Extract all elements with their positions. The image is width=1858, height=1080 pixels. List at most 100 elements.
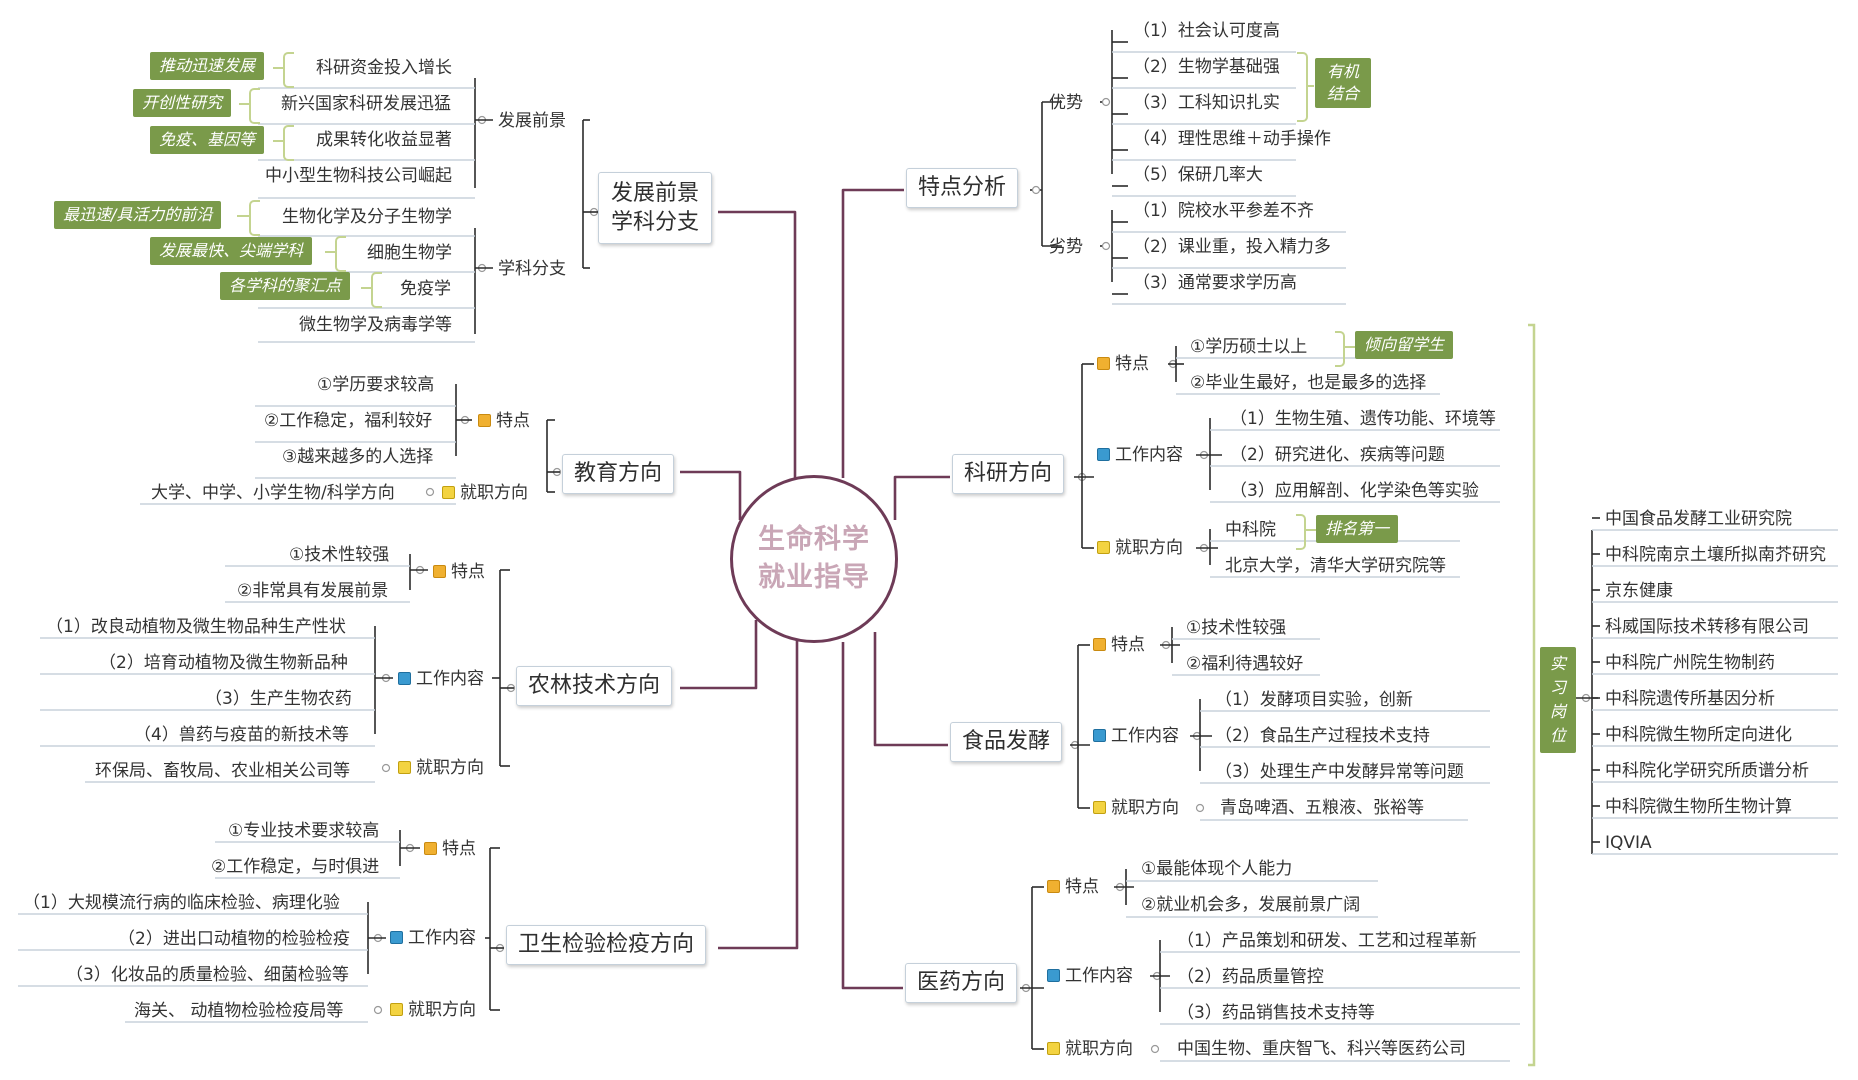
node-dot bbox=[1152, 971, 1162, 981]
yiyao-jiuye-item: 中国生物、重庆智飞、科兴等医药公司 bbox=[1177, 1039, 1466, 1059]
brace-tick bbox=[1304, 529, 1316, 531]
keyan-gongzuo-item: （2）研究进化、疾病等问题 bbox=[1230, 445, 1445, 465]
branch-link-jiaoyu bbox=[680, 470, 742, 520]
center-title-line2: 就业指导 bbox=[758, 562, 870, 593]
node-dot bbox=[1077, 472, 1087, 482]
brace bbox=[249, 200, 260, 236]
brace bbox=[283, 52, 294, 88]
keyan-gongzuo-label: 工作内容 bbox=[1097, 444, 1183, 466]
flag-icon bbox=[478, 414, 491, 427]
branch-link-weisheng bbox=[718, 640, 799, 950]
tag-kaichuang: 开创性研究 bbox=[133, 89, 232, 117]
tag-paiming-diyi: 排名第一 bbox=[1316, 515, 1399, 543]
flag-icon bbox=[1047, 880, 1060, 893]
youshi-item: （2）生物学基础强 bbox=[1133, 57, 1280, 77]
keyan-tedian-item: ②毕业生最好，也是最多的选择 bbox=[1190, 373, 1427, 393]
qianjing-item: 中小型生物科技公司崛起 bbox=[265, 166, 452, 186]
weisheng-tedian-item: ①专业技术要求较高 bbox=[228, 821, 380, 841]
branch-jiaoyu[interactable]: 教育方向 bbox=[562, 454, 675, 494]
yiyao-jiuye-label: 就职方向 bbox=[1047, 1038, 1133, 1060]
shixi-item: 中国食品发酵工业研究院 bbox=[1605, 509, 1792, 529]
nonglin-gongzuo-item: （4）兽药与疫苗的新技术等 bbox=[134, 725, 349, 745]
node-dot bbox=[415, 565, 425, 575]
qianjing-item: 新兴国家科研发展迅猛 bbox=[281, 94, 451, 114]
jiaoyu-jiuye-label: 就职方向 bbox=[442, 482, 528, 504]
branch-weisheng[interactable]: 卫生检验检疫方向 bbox=[506, 925, 707, 965]
center-node[interactable]: 生命科学 就业指导 bbox=[730, 475, 898, 643]
node-dot bbox=[425, 487, 435, 497]
task-icon bbox=[1093, 729, 1106, 742]
brace-tick bbox=[237, 215, 249, 217]
shipin-tedian-label: 特点 bbox=[1093, 634, 1145, 656]
tedian-lieshi-label: 劣势 bbox=[1049, 237, 1083, 257]
shixi-item: 中科院微生物所生物计算 bbox=[1605, 797, 1792, 817]
branch-tedian-title: 特点分析 bbox=[918, 175, 1007, 200]
shixi-item: 中科院化学研究所质谱分析 bbox=[1605, 761, 1809, 781]
yiyao-tedian-item: ②就业机会多，发展前景广阔 bbox=[1141, 895, 1361, 915]
brace bbox=[1296, 514, 1306, 550]
node-dot bbox=[552, 467, 562, 477]
qianjing-item: 科研资金投入增长 bbox=[316, 58, 452, 78]
node-dot bbox=[373, 1005, 383, 1015]
yiyao-gongzuo-item: （2）药品质量管控 bbox=[1177, 967, 1324, 987]
node-dot bbox=[589, 207, 599, 217]
shipin-gongzuo-item: （3）处理生产中发酵异常等问题 bbox=[1215, 762, 1464, 782]
weisheng-gongzuo-item: （1）大规模流行病的临床检验、病理化验 bbox=[23, 893, 340, 913]
yiyao-gongzuo-item: （3）药品销售技术支持等 bbox=[1177, 1003, 1375, 1023]
node-dot bbox=[1199, 450, 1209, 460]
node-dot bbox=[1192, 731, 1202, 741]
task-icon bbox=[1047, 969, 1060, 982]
star-icon bbox=[390, 1003, 403, 1016]
node-dot bbox=[1199, 543, 1209, 553]
shixi-item: IQVIA bbox=[1605, 833, 1652, 853]
tag-tuidong: 推动迅速发展 bbox=[150, 52, 265, 80]
flag-icon bbox=[1097, 357, 1110, 370]
node-dot bbox=[1101, 241, 1111, 251]
youshi-item: （5）保研几率大 bbox=[1133, 165, 1263, 185]
branch-shipin[interactable]: 食品发酵 bbox=[950, 722, 1063, 762]
yiyao-tedian-label: 特点 bbox=[1047, 876, 1099, 898]
branch-yiyao[interactable]: 医药方向 bbox=[905, 963, 1018, 1003]
branch-nonglin[interactable]: 农林技术方向 bbox=[516, 666, 673, 706]
tag-mianyi-jiyin: 免疫、基因等 bbox=[150, 126, 265, 154]
fazhan-qianjing-label: 发展前景 bbox=[498, 111, 566, 131]
nonglin-gongzuo-item: （2）培育动植物及微生物新品种 bbox=[99, 653, 348, 673]
branch-keyan[interactable]: 科研方向 bbox=[952, 454, 1065, 494]
flag-icon bbox=[424, 842, 437, 855]
lieshi-item: （2）课业重，投入精力多 bbox=[1133, 237, 1331, 257]
nonglin-gongzuo-item: （1）改良动植物及微生物品种生产性状 bbox=[46, 617, 346, 637]
node-dot bbox=[381, 673, 391, 683]
branch-link-keyan bbox=[893, 475, 950, 520]
shixi-item: 中科院南京土壤所拟南芥研究 bbox=[1605, 545, 1826, 565]
nonglin-gongzuo-label: 工作内容 bbox=[398, 668, 484, 690]
keyan-jiuye-item: 中科院 bbox=[1225, 520, 1276, 540]
flag-icon bbox=[433, 565, 446, 578]
shipin-jiuye-item: 青岛啤酒、五粮液、张裕等 bbox=[1220, 798, 1424, 818]
shixi-item: 京东健康 bbox=[1605, 581, 1673, 601]
star-icon bbox=[1097, 541, 1110, 554]
youshi-item: （3）工科知识扎实 bbox=[1133, 93, 1280, 113]
brace bbox=[335, 236, 346, 272]
shipin-jiuye-label: 就职方向 bbox=[1093, 797, 1179, 819]
lieshi-item: （1）院校水平参差不齐 bbox=[1133, 201, 1314, 221]
weisheng-jiuye-item: 海关、 动植物检验检疫局等 bbox=[134, 1001, 344, 1021]
tag-juhuidian: 各学科的聚汇点 bbox=[220, 272, 351, 300]
branch-link-tedian bbox=[841, 188, 904, 478]
task-icon bbox=[1097, 448, 1110, 461]
node-dot bbox=[1150, 1044, 1160, 1054]
jiaoyu-tedian-item: ①学历要求较高 bbox=[317, 375, 435, 395]
node-dot bbox=[1070, 740, 1080, 750]
shixi-item: 中科院广州院生物制药 bbox=[1605, 653, 1775, 673]
keyan-gongzuo-item: （3）应用解剖、化学染色等实验 bbox=[1230, 481, 1479, 501]
qianjing-item: 成果转化收益显著 bbox=[316, 130, 452, 150]
star-icon bbox=[1047, 1042, 1060, 1055]
tag-shixi-gangwei: 实习岗位 bbox=[1540, 647, 1576, 753]
flag-icon bbox=[1093, 638, 1106, 651]
branch-tedian[interactable]: 特点分析 bbox=[906, 168, 1019, 208]
branch-fazhan[interactable]: 发展前景 学科分支 bbox=[598, 172, 713, 244]
weisheng-gongzuo-item: （3）化妆品的质量检验、细菌检验等 bbox=[66, 965, 349, 985]
branch-fazhan-title-line1: 发展前景 bbox=[611, 181, 700, 206]
weisheng-jiuye-label: 就职方向 bbox=[390, 999, 476, 1021]
fazhan-fenzhi-label: 学科分支 bbox=[498, 259, 566, 279]
